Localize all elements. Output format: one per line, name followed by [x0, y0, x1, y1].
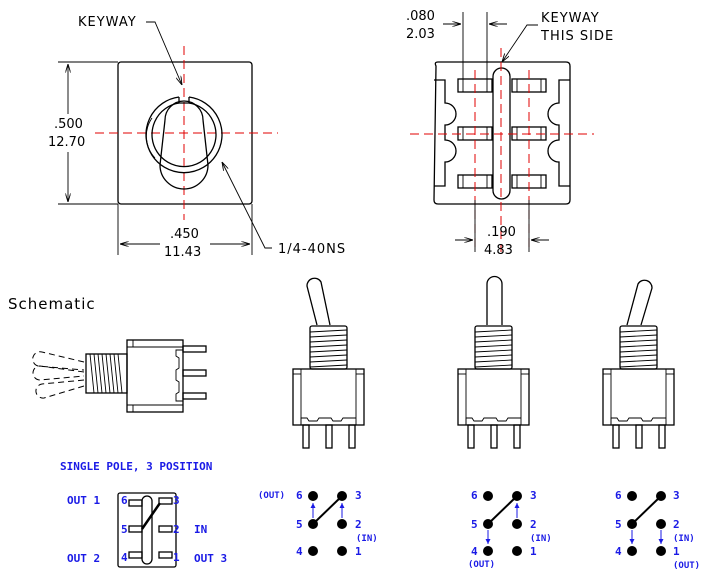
pin-5-label: 5 [121, 523, 128, 536]
svg-text:1: 1 [530, 545, 537, 558]
svg-text:5: 5 [296, 518, 303, 531]
keyway-this-side-label-1: KEYWAY [541, 11, 600, 26]
pin-3-label: 3 [173, 494, 180, 507]
bushing-thread-lines [89, 353, 123, 394]
side-view-horizontal [32, 339, 207, 413]
in-label: IN [194, 523, 207, 536]
outer-ring [145, 96, 223, 174]
contact-diagram-up: (OUT) 6 3 5 2 (IN) 4 1 [258, 489, 378, 558]
keyway-notch [178, 97, 190, 104]
terminal-spacing-inch-dim: .190 [487, 225, 516, 240]
svg-text:2: 2 [355, 518, 362, 531]
svg-text:2: 2 [673, 518, 680, 531]
out3-label: OUT 3 [194, 552, 227, 565]
keyway-leader [146, 21, 182, 85]
pin-2-label: 2 [173, 523, 180, 536]
svg-text:4: 4 [471, 545, 478, 558]
pos-down-in-label: (IN) [673, 534, 695, 544]
svg-text:2: 2 [530, 518, 537, 531]
width-inch-dim: .450 [170, 227, 199, 242]
svg-text:3: 3 [355, 489, 362, 502]
pin-4-label: 4 [121, 551, 128, 564]
out2-label: OUT 2 [67, 552, 100, 565]
terminal-width-mm-dim: 2.03 [406, 27, 435, 42]
svg-text:5: 5 [471, 518, 478, 531]
lever-position-up [32, 351, 85, 371]
pos-up-out-label: (OUT) [258, 491, 285, 501]
keyway-this-side-label-2: THIS SIDE [540, 29, 614, 44]
svg-text:4: 4 [296, 545, 303, 558]
right-mounting-notch [547, 79, 570, 187]
lever-position-down [35, 379, 85, 399]
svg-text:1: 1 [355, 545, 362, 558]
svg-text:3: 3 [673, 489, 680, 502]
pos-center-in-label: (IN) [530, 534, 552, 544]
svg-text:1: 1 [673, 545, 680, 558]
svg-text:6: 6 [615, 489, 622, 502]
pos-center-out-label: (OUT) [468, 560, 495, 570]
keyway-label: KEYWAY [78, 15, 137, 30]
contact-diagram-center: 6 3 5 2 (IN) 4 1 (OUT) [468, 489, 552, 570]
front-view: KEYWAY .500 12.70 .450 11.43 1/4-40NS [48, 15, 346, 260]
out1-label: OUT 1 [67, 494, 100, 507]
lever-top [164, 100, 204, 121]
left-mounting-notch [434, 79, 457, 187]
side-view-lever-right [602, 279, 675, 449]
height-inch-dim: .500 [54, 117, 83, 132]
thread-leader [222, 162, 272, 249]
pin-6-label: 6 [121, 494, 128, 507]
width-mm-dim: 11.43 [164, 245, 201, 260]
height-mm-dim: 12.70 [48, 135, 85, 150]
schematic-subtitle: SINGLE POLE, 3 POSITION [60, 460, 212, 473]
pin-1-label: 1 [173, 551, 180, 564]
schematic-title: Schematic [8, 295, 96, 313]
side-view-lever-left [292, 277, 365, 449]
svg-text:5: 5 [615, 518, 622, 531]
svg-text:4: 4 [615, 545, 622, 558]
side-view-lever-center [457, 275, 530, 449]
svg-text:6: 6 [296, 489, 303, 502]
terminal-spacing-mm-dim: 4.83 [484, 243, 513, 258]
inner-ring-top [151, 102, 217, 168]
pos-down-out-label: (OUT) [673, 561, 700, 571]
lever-position-center [32, 365, 85, 381]
svg-text:6: 6 [471, 489, 478, 502]
bottom-view: .080 2.03 KEYWAY THIS SIDE .190 4.83 [406, 9, 614, 258]
thread-label: 1/4-40NS [278, 242, 346, 257]
svg-text:3: 3 [530, 489, 537, 502]
contact-diagram-down: 6 3 5 2 (IN) 4 1 (OUT) [615, 489, 700, 571]
pinout-diagram: 6 3 5 2 4 1 OUT 1 OUT 2 IN OUT 3 [67, 492, 227, 568]
pos-up-in-label: (IN) [356, 534, 378, 544]
terminal-width-inch-dim: .080 [406, 9, 435, 24]
switch-base-outline [433, 61, 571, 205]
toggle-lever [159, 119, 209, 190]
